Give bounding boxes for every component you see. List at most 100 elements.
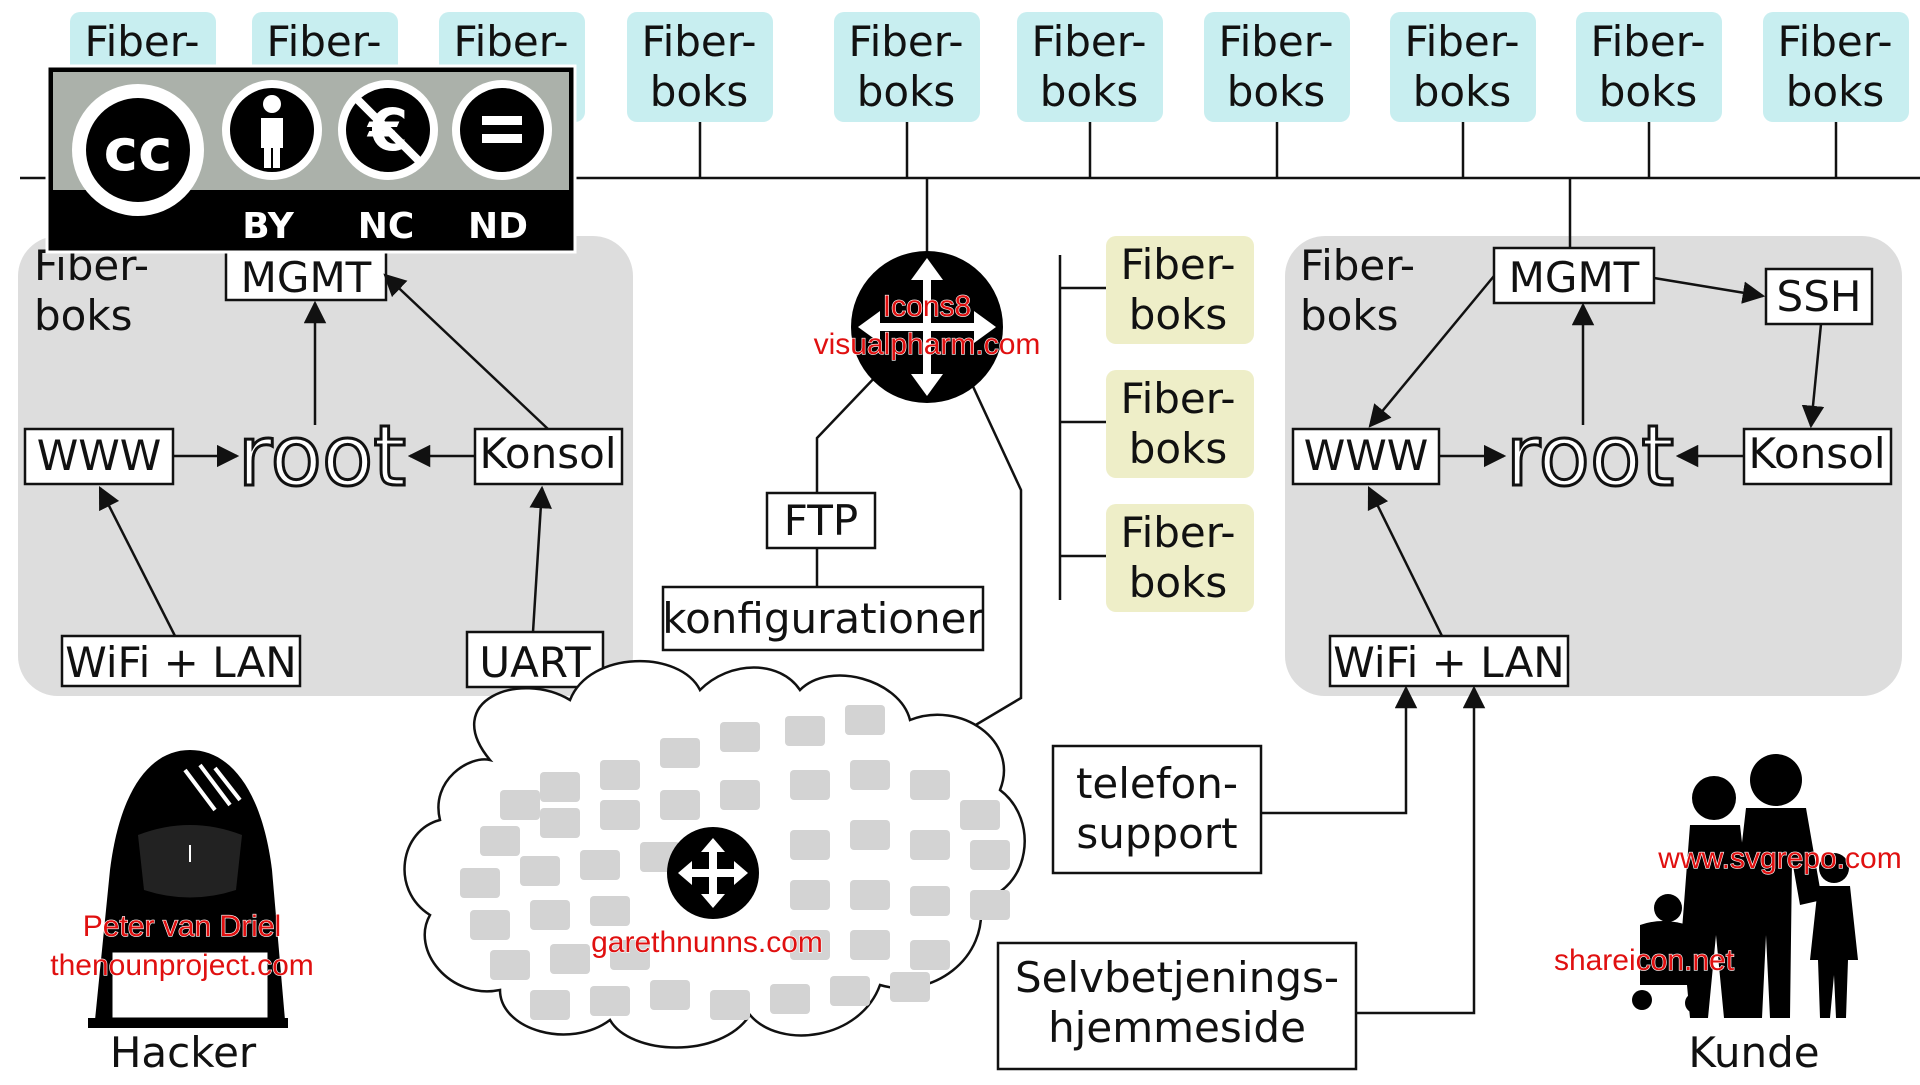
license-by: BY [242, 206, 294, 247]
selfservice-label: Selvbetjenings-hjemmeside [1015, 953, 1339, 1052]
router-credit-line2: visualpharm.com [814, 328, 1041, 361]
top-fiber-box-label: Fiber-boks [1031, 17, 1146, 116]
right-group-title: Fiber-boks [1300, 241, 1415, 340]
family-credit-line1: www.svgrepo.com [1657, 842, 1901, 875]
top-fiber-box: Fiber-boks [1204, 12, 1350, 122]
top-fiber-box: Fiber-boks [627, 12, 773, 122]
right-ssh-to-konsol-arrow [1801, 323, 1825, 429]
telephone-to-wifi-arrow [1261, 685, 1418, 815]
label-line: Fiber- [1120, 240, 1235, 289]
side-fiber-box-label: Fiber-boks [1120, 240, 1235, 339]
left-www-box [23, 427, 175, 486]
right-root-label: root [1506, 407, 1674, 505]
cloud-block [910, 886, 950, 916]
left-group-title-line2: boks [34, 291, 133, 340]
telephone-support-label: telefon-support [1076, 759, 1238, 858]
config-box [661, 585, 985, 652]
left-wifi-to-www-arrow [98, 485, 177, 637]
label-line: boks [1129, 558, 1228, 607]
cloud-block [850, 760, 890, 790]
hacker-credit-line1: Peter van Driel [83, 910, 281, 943]
left-wifi-label: WiFi + LAN [65, 638, 296, 687]
top-fiber-box-label: Fiber-boks [1590, 17, 1705, 116]
label-line: boks [650, 67, 749, 116]
top-fiber-box-label: Fiber-boks [1777, 17, 1892, 116]
label-line: Fiber- [641, 17, 756, 66]
cloud-block [790, 930, 830, 960]
cc-logo-text: cc [104, 116, 173, 184]
side-fiber-box-label: Fiber-boks [1120, 374, 1235, 473]
top-fiber-box: Fiber-boks [1576, 12, 1722, 122]
right-mgmt-box [1492, 246, 1656, 305]
cloud-block [770, 984, 810, 1014]
label-line: boks [1599, 67, 1698, 116]
cloud-block [530, 900, 570, 930]
cloud-block [540, 808, 580, 838]
cloud-block [970, 890, 1010, 920]
cloud-block [650, 980, 690, 1010]
cloud-blocks [460, 705, 1010, 1020]
cloud-block [790, 880, 830, 910]
cloud-block [660, 790, 700, 820]
left-device-group [18, 236, 633, 696]
router-to-ftp-link [815, 371, 881, 495]
cloud-block [720, 780, 760, 810]
cc-license-badge: cc € BY NC ND [45, 64, 577, 254]
telephone-support-line2: support [1076, 809, 1237, 858]
hacker-icon [88, 750, 288, 1028]
kunde-label: Kunde [1688, 1028, 1819, 1077]
bus-drop-lines [698, 122, 1838, 178]
right-wifi-box [1328, 634, 1570, 688]
router-credit-line1: Icons8 [883, 290, 971, 323]
label-line: boks [1227, 67, 1326, 116]
top-fiber-box: Fiber-boks [834, 12, 980, 122]
label-line: Fiber- [1120, 374, 1235, 423]
cloud-credit: garethnunns.com [591, 926, 823, 959]
label-line: Fiber- [1031, 17, 1146, 66]
left-uart-to-konsol-arrow [529, 485, 552, 633]
cloud-block [660, 738, 700, 768]
hacker-credit-line2: thenounproject.com [50, 949, 314, 982]
side-fiber-box: Fiber-boks [1106, 236, 1254, 344]
nc-noncommercial-icon: € [338, 80, 438, 180]
ftp-label: FTP [784, 496, 858, 545]
license-nd: ND [468, 206, 528, 247]
license-nc: NC [358, 206, 415, 247]
cloud-block [610, 940, 650, 970]
top-fiber-box: Fiber-boks [1763, 12, 1909, 122]
cloud-block [845, 705, 885, 735]
cloud-block [550, 944, 590, 974]
side-fiber-box-label: Fiber-boks [1120, 508, 1235, 607]
top-fiber-box: Fiber-boks [1390, 12, 1536, 122]
label-line: Fiber- [1404, 17, 1519, 66]
label-line: Fiber- [1120, 508, 1235, 557]
right-mgmt-to-www-arrow [1368, 275, 1495, 428]
top-fiber-box: Fiber-boks [1017, 12, 1163, 122]
right-www-label: WWW [1304, 431, 1429, 480]
left-www-label: WWW [37, 431, 162, 480]
cloud-block [470, 910, 510, 940]
right-group-title-line1: Fiber- [1300, 241, 1415, 290]
cloud-block [580, 850, 620, 880]
selfservice-line1: Selvbetjenings- [1015, 953, 1339, 1002]
left-konsol-label: Konsol [479, 429, 616, 478]
family-credit-line2: shareicon.net [1554, 944, 1735, 977]
top-fiber-box-label: Fiber-boks [1218, 17, 1333, 116]
top-fiber-box-label: Fiber-boks [848, 17, 963, 116]
right-www-box [1291, 427, 1441, 486]
label-line: Fiber- [84, 17, 199, 66]
left-mgmt-box [224, 250, 388, 302]
cloud-block [890, 972, 930, 1002]
left-mgmt-label: MGMT [241, 253, 372, 302]
router-icon [851, 251, 1003, 403]
cloud-block [720, 722, 760, 752]
side-fiber-box: Fiber-boks [1106, 370, 1254, 478]
cloud-block [785, 716, 825, 746]
top-fiber-box-label: Fiber-boks [641, 17, 756, 116]
label-line: Fiber- [453, 17, 568, 66]
cloud-block [480, 826, 520, 856]
cloud-block [960, 800, 1000, 830]
label-line: boks [1413, 67, 1512, 116]
right-group-title-line2: boks [1300, 291, 1399, 340]
